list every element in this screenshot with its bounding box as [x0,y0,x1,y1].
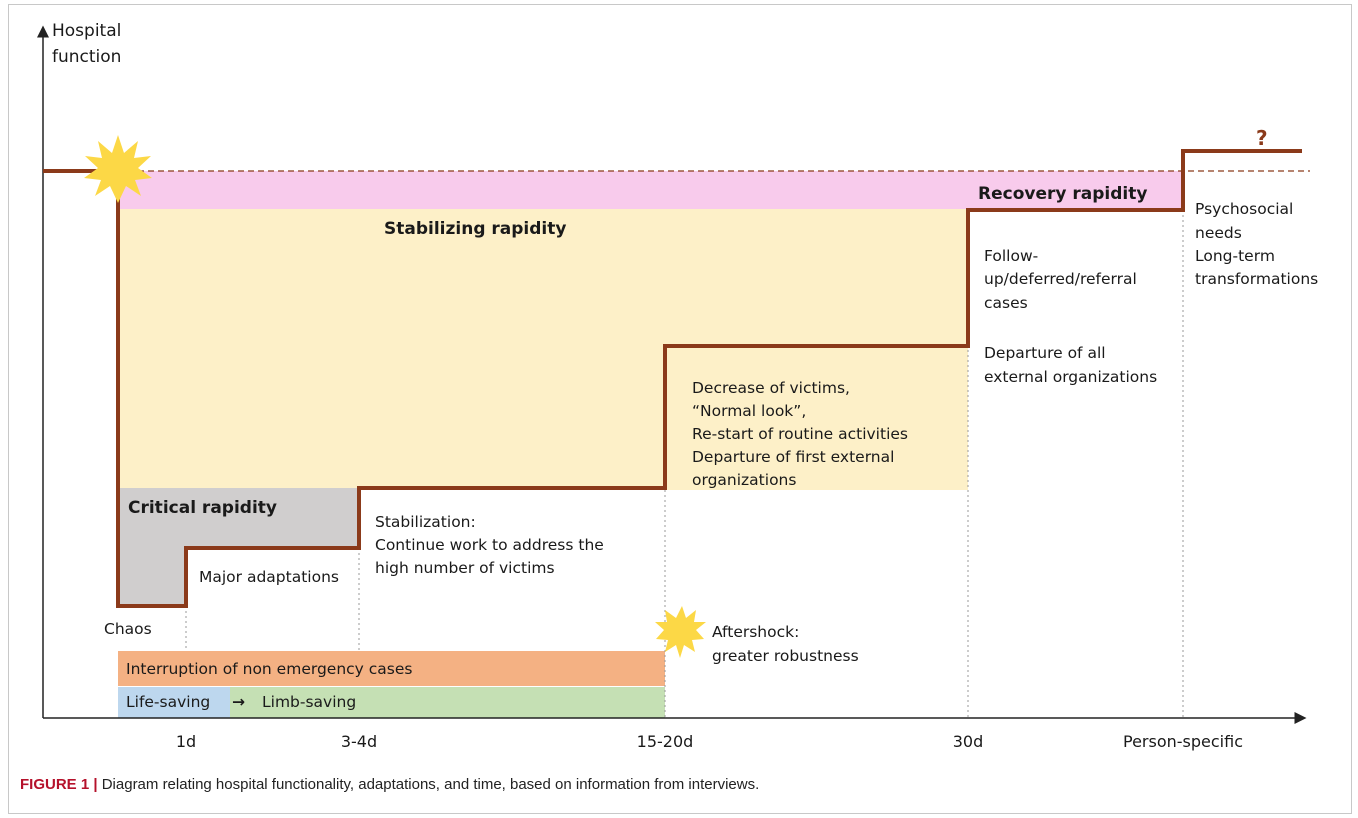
decrease-line4: Departure of first external [692,448,895,466]
recovery-rapidity-label: Recovery rapidity [978,184,1148,204]
x-tick-3-4d: 3-4d [340,732,378,751]
limb-saving-bar [230,687,665,718]
aftershock-line2: greater robustness [712,647,859,665]
major-adaptations-label: Major adaptations [199,568,339,586]
caption-text: Diagram relating hospital functionality,… [97,776,760,793]
stabilizing-rapidity-label: Stabilizing rapidity [384,219,567,239]
interruption-bar [118,651,665,686]
function-line [43,149,1302,608]
interruption-label: Interruption of non emergency cases [126,660,413,678]
decrease-line1: Decrease of victims, [692,379,850,397]
psychosocial-line2: needs [1195,224,1242,242]
psychosocial-line1: Psychosocial [1195,200,1294,218]
stabilization-line2: Continue work to address the [375,536,604,554]
decrease-line5: organizations [692,471,797,489]
followup-line2: up/deferred/referral [984,270,1137,288]
time-guides [185,210,1184,718]
recovery-region [968,171,1183,211]
psychosocial-line4: transformations [1195,270,1319,288]
critical-rapidity-label: Critical rapidity [128,498,277,518]
aftershock-star-icon [655,606,706,658]
followup-line5: Departure of all [984,344,1106,362]
figure-caption: FIGURE 1 | Diagram relating hospital fun… [20,776,759,793]
followup-line3: cases [984,294,1028,312]
limb-saving-label: Limb-saving [262,693,357,711]
y-axis-label-line1: Hospital [52,21,122,41]
x-tick-1d: 1d [175,732,197,751]
stabilization-line3: high number of victims [375,559,555,577]
life-saving-label: Life-saving [126,693,211,711]
life-saving-bar [118,687,230,718]
y-axis-label-line2: function [52,47,122,67]
followup-line6: external organizations [984,368,1158,386]
stabilization-line1: Stabilization: [375,513,476,531]
psychosocial-line3: Long-term [1195,247,1275,265]
chaos-label: Chaos [104,620,152,638]
figure-number: FIGURE 1 | [20,776,98,793]
followup-line1: Follow- [984,247,1039,265]
x-tick-person-specific: Person-specific [1123,732,1243,751]
decrease-line3: Re-start of routine activities [692,425,908,443]
critical-step-white [186,549,359,607]
x-tick-30d: 30d [952,732,984,751]
x-tick-15-20d: 15-20d [636,732,694,751]
transition-arrow-icon: → [232,693,245,711]
decrease-line2: “Normal look”, [692,402,807,420]
earthquake-star-icon [84,135,152,203]
unknown-question-mark: ? [1256,126,1268,150]
aftershock-line1: Aftershock: [712,623,800,641]
